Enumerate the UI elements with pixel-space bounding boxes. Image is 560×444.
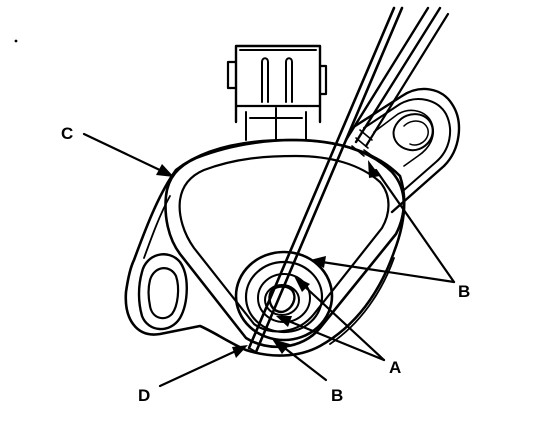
leader-line-b-upper	[310, 160, 456, 284]
label-a: A	[389, 358, 401, 377]
sensor-housing	[124, 138, 406, 357]
label-b-lower: B	[331, 386, 343, 405]
label-b-upper: B	[458, 282, 470, 301]
leader-line-d	[158, 345, 248, 388]
leader-line-b-lower	[272, 339, 328, 382]
electrical-connector	[226, 44, 328, 141]
left-mounting-slot	[137, 253, 188, 331]
leader-line-c	[82, 132, 174, 177]
label-c: C	[61, 124, 73, 143]
alignment-pin-tool	[247, 6, 450, 354]
shaft-boss	[234, 250, 334, 342]
stray-dot	[14, 39, 18, 43]
label-d: D	[138, 386, 150, 405]
leader-line-a	[276, 276, 386, 362]
right-mounting-ear	[350, 87, 461, 214]
